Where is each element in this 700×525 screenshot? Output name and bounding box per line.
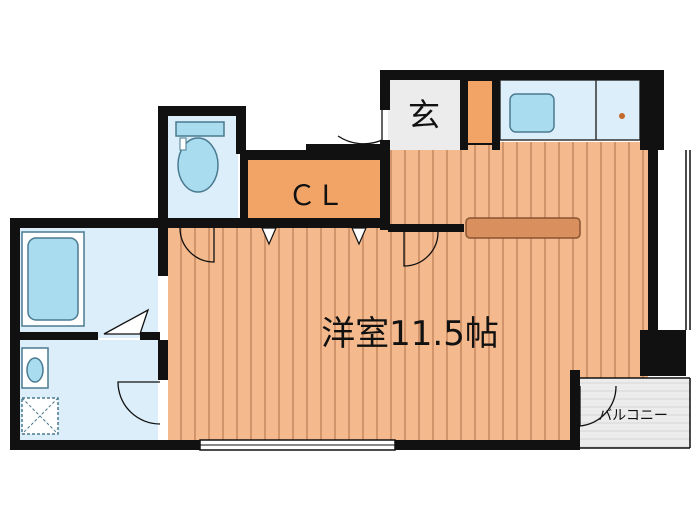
door-swing-icon <box>179 227 215 263</box>
doors <box>103 94 617 427</box>
stove-icon <box>595 80 625 140</box>
door-swing-icon <box>117 381 161 425</box>
shoe-storage <box>465 79 495 145</box>
balcony-outline <box>580 150 691 449</box>
door-swing-icon <box>579 385 617 427</box>
toilet-icon <box>175 121 225 193</box>
bathtub-icon <box>21 231 85 327</box>
entrance-label: 玄 <box>408 96 440 134</box>
main-room-label: 洋室11.5帖 <box>321 314 499 354</box>
main-room-floor <box>168 228 648 448</box>
shelf <box>465 217 581 239</box>
balcony-label: バルコニー <box>598 408 668 424</box>
washbasin-icon <box>21 347 49 389</box>
walls <box>10 70 686 450</box>
washer-pan-icon <box>21 397 59 435</box>
door-swing-icon <box>337 94 383 145</box>
entrance-floor <box>388 78 462 150</box>
closet-label: ＣＬ <box>288 179 344 212</box>
closet-floor <box>248 158 384 220</box>
main-room-floor-upper <box>462 142 648 232</box>
hall-floor <box>388 150 464 232</box>
kitchen-sink-icon <box>509 93 555 133</box>
door-swing-icon <box>103 308 150 335</box>
closet-door-markers <box>261 227 367 246</box>
window-bottom <box>199 439 396 451</box>
door-swing-icon <box>403 231 439 267</box>
balcony-floor <box>578 378 690 448</box>
